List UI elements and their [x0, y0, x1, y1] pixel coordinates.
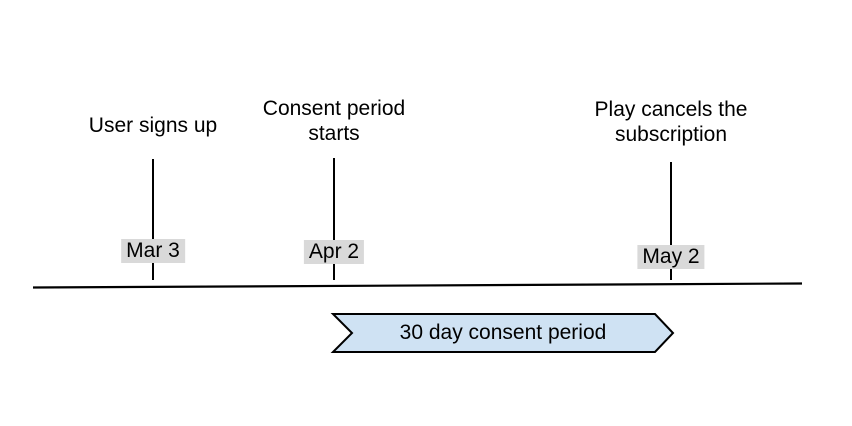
milestone-title-consent-period-starts: Consent period starts — [262, 97, 406, 145]
milestone-tick-mar3 — [152, 159, 154, 280]
consent-period-ribbon — [330, 313, 675, 353]
milestone-tick-apr2 — [333, 158, 335, 280]
milestone-title-user-signs-up: User signs up — [88, 114, 218, 137]
milestone-title-play-cancels-subscription: Play cancels the subscription — [594, 98, 748, 146]
milestone-date-badge-apr2: Apr 2 — [303, 240, 365, 264]
consent-period-banner-label: 30 day consent period — [399, 321, 607, 344]
milestone-tick-may2 — [670, 162, 672, 280]
milestone-date-badge-may2: May 2 — [637, 245, 705, 269]
milestone-date-badge-mar3: Mar 3 — [121, 239, 185, 263]
timeline-axis-line — [32, 282, 803, 289]
